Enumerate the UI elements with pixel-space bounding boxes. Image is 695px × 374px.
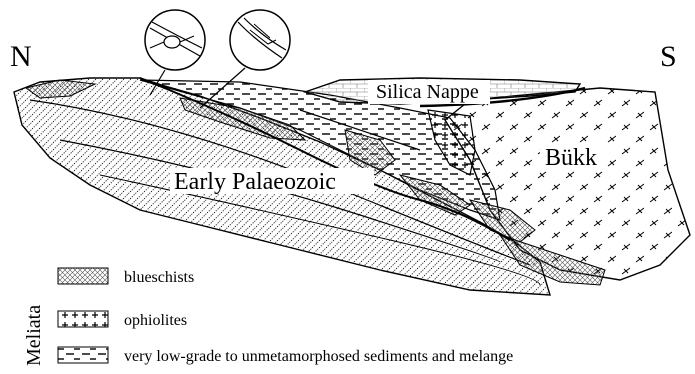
- legend-label-sediments: very low-grade to unmetamorphosed sedime…: [124, 348, 513, 365]
- silica-nappe-label: Silica Nappe: [376, 81, 479, 103]
- south-label: S: [660, 40, 677, 73]
- early-palaeozoic-label: Early Palaeozoic: [174, 169, 336, 195]
- microstructure-inset-2: [230, 10, 290, 70]
- legend-swatch-ophiolites: [58, 311, 108, 327]
- bukk-label: Bükk: [545, 145, 597, 171]
- legend-swatch-blueschists: [58, 268, 108, 284]
- legend-label-ophiolites: ophiolites: [124, 312, 187, 329]
- legend-swatch-sediments: [58, 347, 108, 363]
- legend-group-label: Meliata: [23, 305, 45, 366]
- legend-label-blueschists: blueschists: [124, 269, 194, 286]
- microstructure-inset-1: [145, 10, 205, 70]
- north-label: N: [10, 40, 32, 73]
